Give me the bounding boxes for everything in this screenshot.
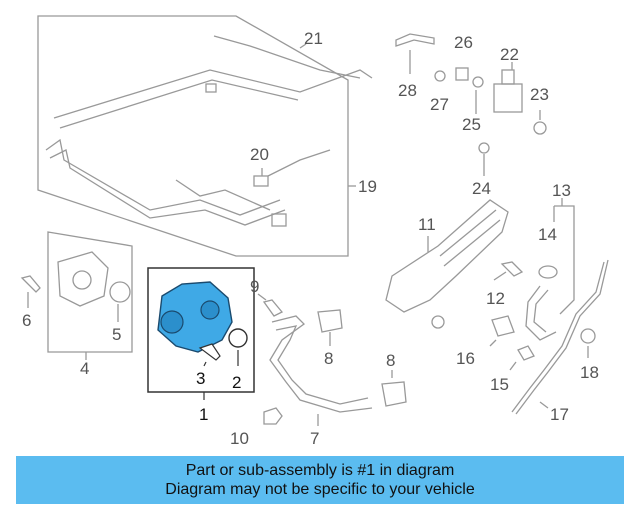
hose-line: [59, 79, 299, 129]
pipe-flange: [317, 309, 343, 333]
callout-label: 24: [472, 179, 491, 198]
o-ring-seal: [228, 328, 248, 348]
callout-labels: 1 2 3 4 5 6 7 8 8 9 10 11 12 13 14 15 16…: [22, 29, 599, 448]
bolt-part: [262, 299, 284, 317]
callout-label: 23: [530, 85, 549, 104]
coolant-hose: [533, 289, 549, 333]
pipe-group: [257, 293, 407, 426]
hose-assembly-group: [37, 15, 373, 257]
leader-line: [493, 271, 507, 281]
callout-label: 10: [230, 429, 249, 448]
leader-line: [299, 43, 307, 49]
bolt-part: [263, 407, 283, 425]
callout-label: 21: [304, 29, 323, 48]
banner-line-disclaimer: Diagram may not be specific to your vehi…: [165, 481, 475, 498]
hose-cap: [538, 265, 558, 279]
callout-label: 26: [454, 33, 473, 52]
bolt-part: [517, 345, 535, 361]
hose-line: [45, 138, 281, 216]
callout-label: 25: [462, 115, 481, 134]
coolant-hose: [525, 285, 557, 341]
hose-assembly-frame: [37, 15, 349, 257]
cooler-fin: [443, 219, 501, 267]
left-parts-group: [20, 231, 133, 360]
exploded-parts-diagram: 1 2 3 4 5 6 7 8 8 9 10 11 12 13 14 15 16…: [20, 15, 609, 448]
cooler-group: [385, 199, 524, 329]
callout-label: 12: [486, 289, 505, 308]
leader-line: [203, 361, 207, 367]
callout-label: 13: [552, 181, 571, 200]
pipe-flange: [381, 381, 407, 407]
callout-label: 11: [418, 215, 436, 234]
flange-hole: [72, 270, 92, 290]
callout-label: 16: [456, 349, 475, 368]
callout-label: 6: [22, 311, 31, 330]
callout-label: 28: [398, 81, 417, 100]
cooler-fin: [439, 209, 497, 257]
callout-label: 19: [358, 177, 377, 196]
egr-pipe: [275, 325, 369, 405]
callout-label: 4: [80, 359, 89, 378]
highlighted-part-group: [147, 267, 255, 400]
hose-clip: [253, 175, 269, 187]
leader-line: [539, 401, 549, 409]
plug-part: [580, 328, 596, 344]
callout-label: 7: [310, 429, 319, 448]
callout-label: 5: [112, 325, 121, 344]
diagram-notice-banner: Part or sub-assembly is #1 in diagram Di…: [16, 456, 624, 504]
callout-label: 15: [490, 375, 509, 394]
bracket-line: [554, 205, 575, 315]
leader-line: [489, 339, 497, 347]
bolt-part: [500, 261, 524, 277]
solenoid-valve: [493, 83, 523, 113]
hose-line: [49, 149, 286, 226]
callout-label: 22: [500, 45, 519, 64]
grommet-part: [455, 67, 469, 81]
highlighted-part-bore: [200, 300, 220, 320]
sensor-parts-group: [395, 33, 547, 176]
callout-label: 27: [430, 95, 449, 114]
callout-label: 8: [324, 349, 333, 368]
nut-part: [533, 121, 547, 135]
bolt-part: [198, 343, 221, 361]
washer-part: [434, 70, 446, 82]
egr-pipe: [269, 315, 373, 413]
callout-label: 8: [386, 351, 395, 370]
cooler-port: [431, 315, 445, 329]
hose-line: [53, 69, 373, 119]
banner-line-part: Part or sub-assembly is #1 in diagram: [185, 462, 455, 479]
callout-label: 17: [550, 405, 569, 424]
gasket-part: [491, 315, 515, 337]
sub-assembly-frame: [47, 231, 133, 353]
bracket-part: [395, 33, 435, 47]
bolt-part: [20, 275, 41, 293]
right-parts-group: [489, 198, 609, 415]
callout-label: 14: [538, 225, 557, 244]
callout-label: 3: [196, 369, 205, 388]
callout-label: 2: [232, 373, 241, 392]
sensor-pipe: [515, 259, 609, 415]
callout-label: 20: [250, 145, 269, 164]
gasket-ring: [109, 281, 131, 303]
sensor-pipe: [511, 261, 605, 413]
hose-line: [267, 149, 331, 177]
egr-cooler: [385, 199, 509, 313]
leader-line: [257, 293, 267, 301]
highlighted-part-frame: [147, 267, 255, 393]
leader-line: [509, 361, 517, 371]
solenoid-connector: [501, 69, 515, 85]
highlighted-part-bore: [160, 310, 184, 334]
hose-line: [175, 179, 271, 211]
washer-part: [472, 76, 484, 88]
callout-label: 1: [199, 405, 208, 424]
hose-line: [213, 35, 361, 79]
callout-label: 9: [250, 277, 259, 296]
highlighted-part-body: [157, 281, 233, 353]
flange-part: [57, 251, 109, 307]
hose-clip: [205, 83, 217, 93]
callout-label: 18: [580, 363, 599, 382]
bolt-head: [478, 142, 490, 154]
hose-clip: [271, 213, 287, 227]
